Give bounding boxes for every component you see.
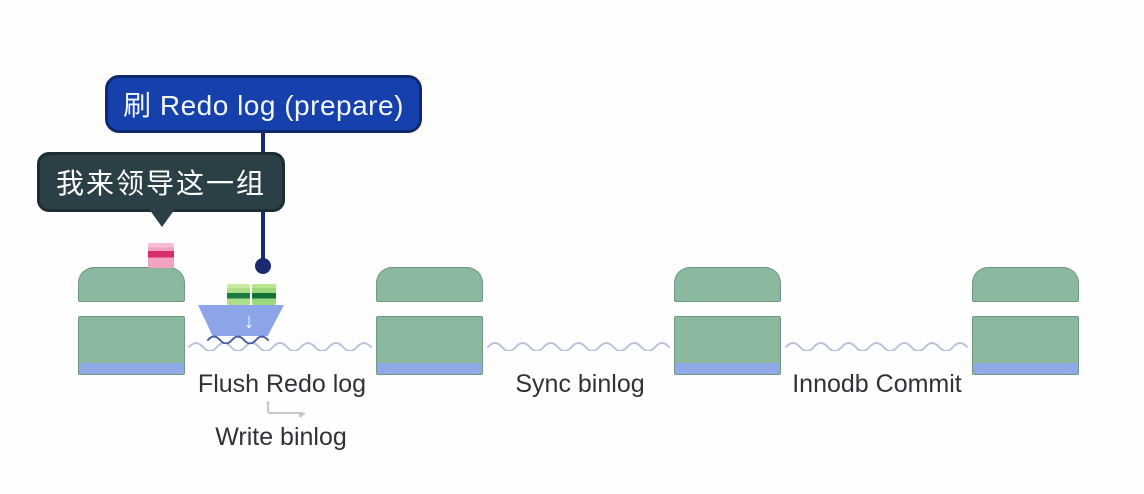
dock-pillar-2 (376, 267, 483, 375)
dock-pillar-4 (972, 267, 1079, 375)
prepare-speech-bubble: 刷 Redo log (prepare) (105, 75, 422, 133)
dock-pillar-base (972, 316, 1079, 375)
dock-pillar-top (972, 267, 1079, 302)
boat-down-arrow-icon: ↓ (243, 307, 255, 333)
leader-speech-bubble: 我来领导这一组 (37, 152, 285, 212)
dock-pillar-base (78, 316, 185, 375)
flow-arrow-icon (266, 401, 306, 418)
label-write-binlog: Write binlog (215, 423, 347, 451)
dock-pillar-waterline-strip (973, 363, 1078, 374)
label-sync-binlog: Sync binlog (515, 370, 645, 398)
leader-speech-bubble-text: 我来领导这一组 (55, 168, 266, 199)
label-innodb-commit: Innodb Commit (792, 370, 962, 398)
dock-pillar-waterline-strip (675, 363, 780, 374)
dock-pillar-1 (78, 267, 185, 375)
label-flush-redo-log: Flush Redo log (197, 370, 367, 398)
green-cargo-box-1 (227, 284, 250, 305)
dock-pillar-waterline-strip (377, 363, 482, 374)
water-line-2 (487, 342, 671, 351)
leader-speech-bubble-tail (149, 209, 175, 227)
boat: ↓ (198, 305, 284, 336)
pink-crate (148, 243, 174, 268)
water-line-1 (188, 342, 372, 351)
dock-pillar-top (376, 267, 483, 302)
green-cargo-box-2 (252, 284, 276, 305)
prepare-speech-bubble-text: 刷 Redo log (prepare) (123, 90, 404, 121)
water-line-3 (785, 342, 969, 351)
dock-pillar-base (674, 316, 781, 375)
dock-pillar-base (376, 316, 483, 375)
boat-wake-wave (207, 335, 269, 344)
dock-pillar-top (78, 267, 185, 302)
dock-pillar-top (674, 267, 781, 302)
dock-pillar-waterline-strip (79, 363, 184, 374)
dock-pillar-3 (674, 267, 781, 375)
connector-dot (255, 258, 271, 274)
